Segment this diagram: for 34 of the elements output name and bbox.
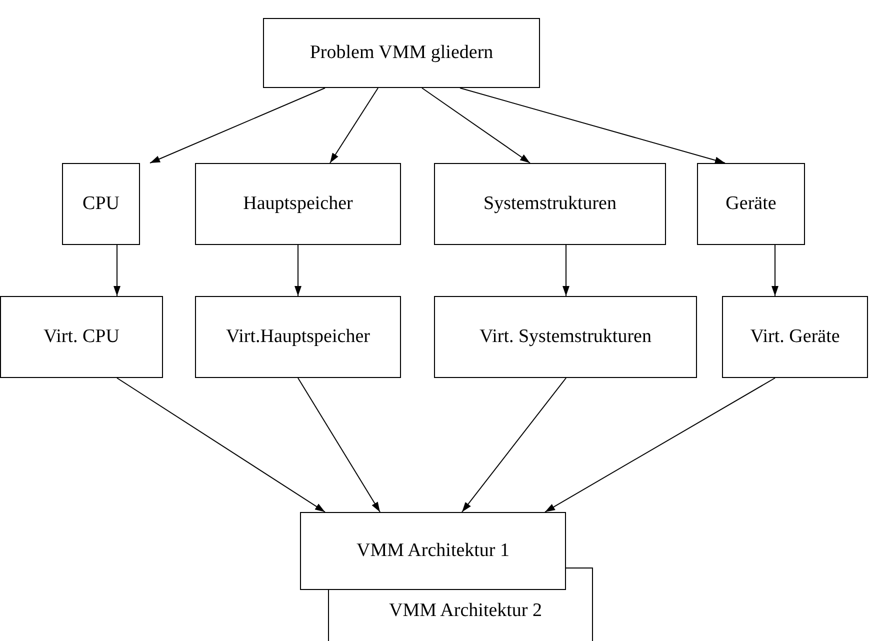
box-label: Virt. CPU (44, 326, 120, 348)
arrow (294, 244, 302, 296)
arrow (772, 244, 778, 296)
arrow (422, 88, 530, 164)
process-box (722, 296, 868, 378)
arrow (298, 378, 380, 512)
box-label: VMM Architektur 1 (356, 540, 510, 562)
arrow (462, 378, 566, 512)
box-label: VMM Architektur 2 (388, 600, 542, 622)
arrow (116, 378, 326, 512)
box-label: Virt.Hauptspeicher (226, 326, 370, 348)
box-label: Problem VMM gliedern (310, 42, 494, 64)
process-box (0, 296, 163, 378)
process-box (62, 163, 140, 245)
process-box (434, 163, 666, 245)
box-label: Hauptspeicher (243, 193, 353, 215)
arrow (460, 88, 726, 164)
arrow (544, 378, 776, 512)
process-box (195, 163, 401, 245)
box-label: Geräte (726, 193, 776, 215)
arrow (330, 88, 378, 164)
arrow (562, 244, 570, 296)
process-box (300, 512, 566, 590)
arrow (114, 244, 120, 296)
process-box (195, 296, 401, 378)
box-label: Systemstrukturen (484, 193, 616, 215)
arrow (150, 88, 326, 164)
process-box (697, 163, 805, 245)
process-box (263, 18, 540, 88)
process-box (434, 296, 697, 378)
box-label: CPU (82, 193, 120, 215)
box-label: Virt. Geräte (750, 326, 840, 348)
box-label: Virt. Systemstrukturen (480, 326, 652, 348)
process-box (328, 590, 593, 641)
